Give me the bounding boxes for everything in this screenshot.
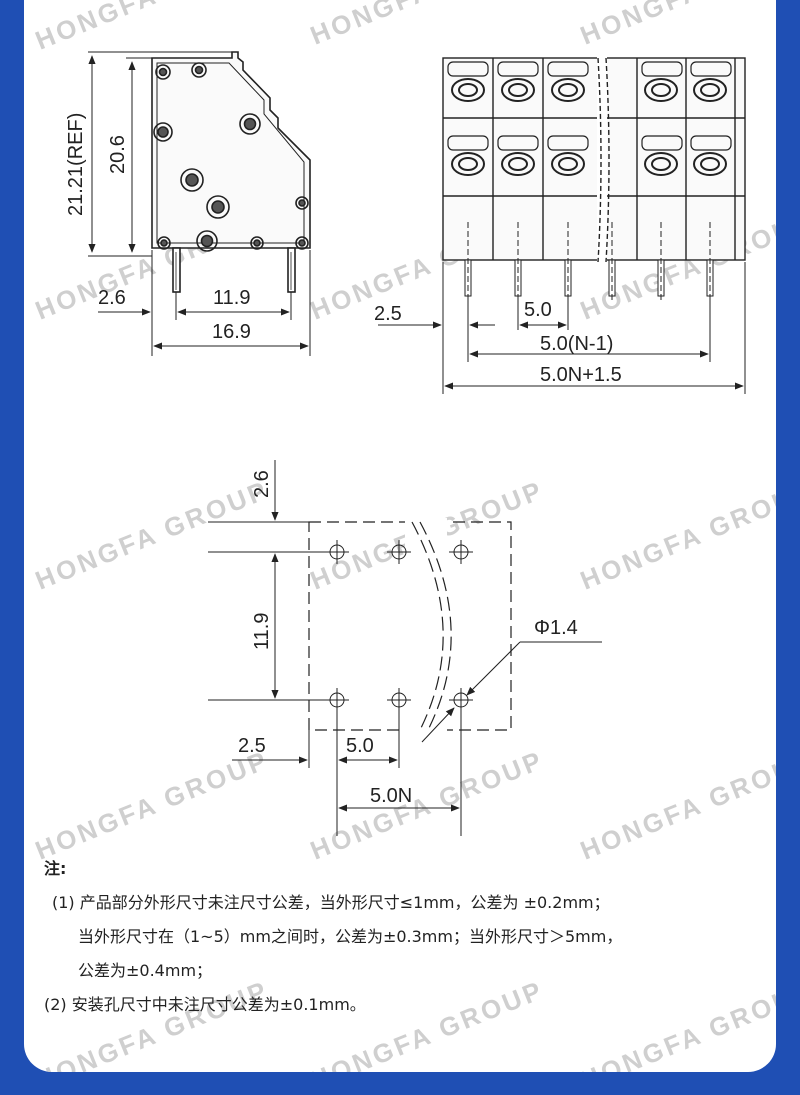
side-overall-depth-label: 16.9 bbox=[212, 321, 251, 343]
watermark: HONGFA GROUP bbox=[31, 0, 273, 56]
notes-section: 注: (1) 产品部分外形尺寸未注尺寸公差，当外形尺寸≤1mm，公差为 ±0.2… bbox=[44, 852, 764, 1022]
watermark: HONGFA GROUP bbox=[576, 745, 776, 866]
technical-drawing: HONGFA GROUP HONGFA GROUP HONGFA GROUP H… bbox=[31, 0, 776, 1072]
front-overall-length-label: 5.0N+1.5 bbox=[540, 364, 622, 386]
front-pitch-label: 5.0 bbox=[524, 299, 552, 321]
pcb-total-label: 5.0N bbox=[370, 785, 412, 807]
watermark: HONGFA GROUP bbox=[31, 745, 273, 866]
side-view bbox=[151, 51, 311, 293]
watermark: HONGFA GROUP bbox=[306, 745, 548, 866]
side-height-ref-label: 21.21(REF) bbox=[65, 113, 87, 216]
watermark: HONGFA GROUP bbox=[31, 475, 273, 596]
side-height-label: 20.6 bbox=[107, 135, 129, 174]
pcb-dimensions bbox=[208, 460, 602, 836]
pcb-layout bbox=[308, 518, 512, 734]
front-view bbox=[442, 56, 746, 300]
front-pin-span-label: 5.0(N-1) bbox=[540, 333, 613, 355]
watermark: HONGFA GROUP bbox=[576, 0, 776, 51]
pcb-top-offset-label: 2.6 bbox=[251, 470, 273, 498]
note-1-line-3: 公差为±0.4mm； bbox=[78, 961, 213, 980]
pcb-holes bbox=[325, 540, 473, 712]
pcb-edge-offset-label: 2.5 bbox=[238, 735, 266, 757]
note-1-line-2: 当外形尺寸在（1~5）mm之间时，公差为±0.3mm；当外形尺寸＞5mm， bbox=[78, 927, 623, 946]
side-view-dimensions bbox=[88, 51, 311, 356]
side-pin-offset-label: 2.6 bbox=[98, 287, 126, 309]
watermark: HONGFA GROUP bbox=[576, 475, 776, 596]
pcb-hole-diameter-label: Φ1.4 bbox=[534, 617, 578, 639]
front-edge-label: 2.5 bbox=[374, 303, 402, 325]
pcb-row-spacing-label: 11.9 bbox=[251, 613, 273, 650]
drawing-card: HONGFA GROUP HONGFA GROUP HONGFA GROUP H… bbox=[24, 0, 776, 1072]
watermark: HONGFA GROUP bbox=[306, 0, 548, 51]
side-pin-span-label: 11.9 bbox=[213, 287, 250, 309]
front-view-dimensions bbox=[378, 262, 746, 394]
notes-title: 注: bbox=[44, 859, 67, 878]
note-1-line-1: (1) 产品部分外形尺寸未注尺寸公差，当外形尺寸≤1mm，公差为 ±0.2mm； bbox=[52, 893, 610, 912]
note-2: (2) 安装孔尺寸中未注尺寸公差为±0.1mm。 bbox=[44, 995, 366, 1014]
pcb-pitch-label: 5.0 bbox=[346, 735, 374, 757]
